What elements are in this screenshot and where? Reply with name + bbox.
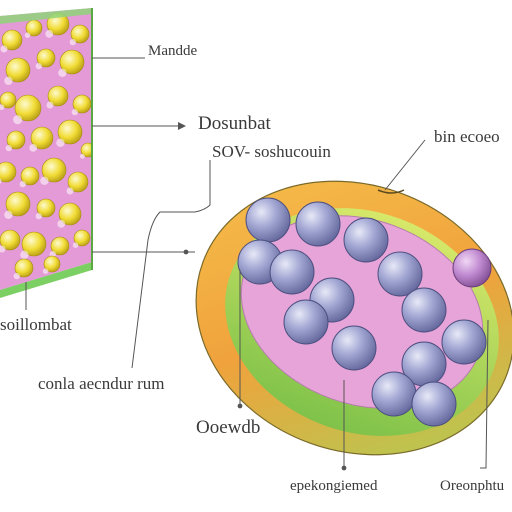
inner-sphere (371, 371, 417, 417)
granule-highlight (79, 153, 85, 159)
inner-sphere (401, 287, 447, 333)
leader-oval-top (384, 139, 426, 191)
granule (20, 166, 40, 186)
granule-highlight (35, 62, 42, 70)
inner-sphere (245, 197, 291, 243)
inner-sphere (269, 249, 315, 295)
granule (47, 85, 69, 107)
granule-highlight (35, 212, 42, 220)
inner-sphere (331, 325, 377, 371)
granule-highlight (72, 242, 79, 248)
inner-sphere (411, 381, 457, 427)
granule-highlight (71, 108, 78, 116)
granule-highlight (69, 38, 76, 46)
granule (5, 57, 31, 83)
granule (36, 48, 56, 68)
granule (0, 91, 17, 109)
inner-spheres (237, 197, 487, 427)
granule (73, 229, 91, 247)
label-oval-top: bin ecoeo (434, 127, 500, 146)
leader-lines (25, 57, 489, 471)
membrane-slab (0, 8, 93, 298)
granule-highlight (4, 76, 13, 86)
label-bottom-right: Oreonphtu (440, 478, 505, 494)
granule (70, 24, 90, 44)
inner-sphere (441, 319, 487, 365)
granule-highlight (24, 32, 31, 38)
granule-highlight (13, 115, 23, 125)
leader-dot (183, 249, 189, 255)
granule (0, 161, 17, 183)
granule-highlight (45, 30, 54, 38)
granule (36, 198, 56, 218)
granule (1, 29, 23, 51)
granule-highlight (40, 176, 49, 185)
yellow-granules (0, 12, 92, 280)
granule (57, 119, 83, 145)
leader-to-middle (131, 160, 211, 369)
granule-highlight (19, 180, 26, 188)
granule-highlight (46, 101, 54, 109)
granule-highlight (0, 45, 8, 53)
granule-highlight (49, 250, 56, 258)
granule-highlight (5, 144, 12, 152)
granule (43, 255, 61, 273)
granule (67, 171, 89, 193)
granule (50, 236, 70, 256)
purple-sphere (452, 248, 492, 288)
leader-bottom-right (480, 319, 489, 469)
granule-highlight (0, 104, 5, 110)
label-left-bottom: soillombat (0, 315, 72, 334)
granule-highlight (56, 138, 65, 147)
membrane-top-edge (0, 8, 92, 24)
granule (0, 229, 21, 251)
label-block-right-sub: SOV- soshucouin (212, 142, 331, 161)
granule-highlight (20, 250, 29, 259)
granule-highlight (42, 268, 49, 275)
granule-highlight (58, 68, 67, 78)
granule (14, 258, 34, 278)
inner-sphere (343, 217, 389, 263)
granule-highlight (29, 144, 38, 152)
granule (6, 130, 26, 150)
label-oval-bottom-left: Ooewdb (196, 417, 261, 438)
inner-sphere (377, 251, 423, 297)
label-block-right: Dosunbat (198, 113, 271, 134)
granule (58, 202, 82, 226)
inner-sphere (295, 201, 341, 247)
label-middle-text: conla aecndur rum (38, 374, 165, 393)
granule (21, 231, 47, 257)
granule-highlight (4, 210, 13, 219)
granule (41, 157, 67, 183)
granule (30, 126, 54, 150)
inner-sphere (283, 299, 329, 345)
leader-dot-3 (341, 465, 347, 471)
oval-notch (377, 189, 405, 194)
oval-organelle (195, 180, 512, 456)
granule-highlight (0, 245, 6, 253)
granule (5, 191, 31, 217)
granule-highlight (13, 272, 20, 280)
membrane-green-edge (0, 262, 92, 298)
granule (59, 49, 85, 75)
label-membrane-top: Mandde (148, 43, 198, 59)
granule-highlight (57, 220, 66, 228)
leader-dot-2 (237, 403, 243, 409)
granule (14, 94, 42, 122)
granule-highlight (66, 187, 74, 195)
label-bottom-center: epekongiemed (290, 478, 378, 494)
leader-arrow (178, 122, 186, 130)
